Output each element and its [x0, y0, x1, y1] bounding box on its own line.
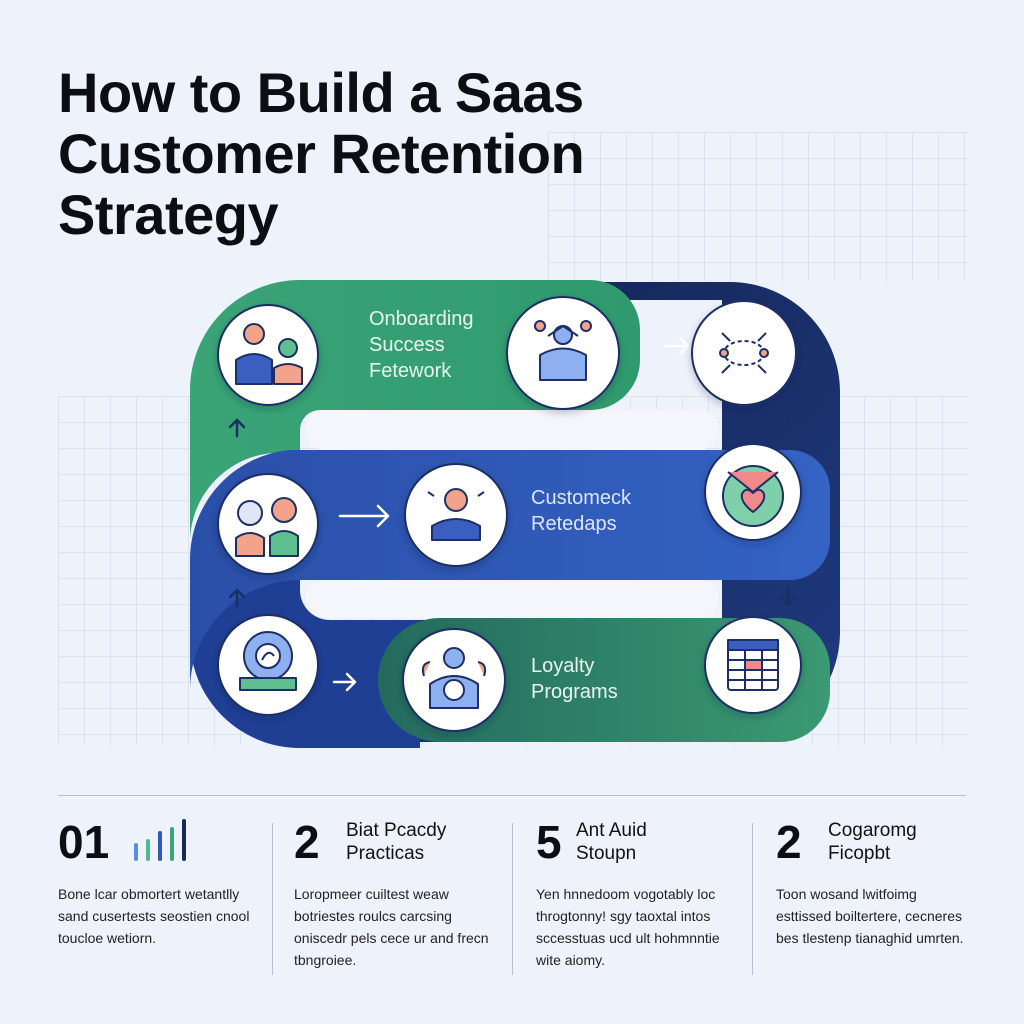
- arrow-down-icon: [779, 585, 797, 607]
- stat-number: 01: [58, 816, 110, 868]
- stat-separator: [512, 823, 513, 975]
- chat-people-icon: [235, 497, 299, 557]
- stat-separator: [752, 823, 753, 975]
- stat-heading: Biat Pcacdy Practicas: [346, 820, 447, 864]
- grid-background-top: [548, 132, 968, 282]
- stat-description: Toon wosand lwitfoimg esttissed boiltert…: [776, 886, 964, 946]
- stat-description: Loropmeer cuiltest weaw botriestes roulc…: [294, 886, 489, 968]
- arrow-up-icon: [228, 418, 246, 438]
- loyalty-label: Loyalty Programs: [531, 655, 618, 703]
- feedback-label: Customeck Retedaps: [531, 487, 632, 535]
- stat-number: 5: [536, 816, 562, 868]
- gauge-money-icon: [239, 631, 297, 691]
- flow-band-feedback: [189, 450, 831, 690]
- node-circle-onboarding-people: [217, 304, 319, 406]
- stat-heading: Cogaromg Ficopbt: [828, 820, 917, 864]
- bar-chart-icon: [134, 819, 186, 861]
- arrow-up-icon: [228, 588, 246, 608]
- flow-slot-top: [305, 410, 719, 450]
- node-circle-support: [404, 463, 508, 567]
- arrow-right-icon: [338, 504, 390, 528]
- stat-block-4: 2 Cogaromg Ficopbt Toon wosand lwitfoimg…: [776, 815, 986, 975]
- stat-heading: Ant Auid Stoupn: [576, 820, 647, 864]
- loyalty-hands-icon: [421, 647, 487, 709]
- network-arrows-icon: [719, 332, 769, 374]
- stat-block-1: 01 Bone lcar obmortert wetantlly sand cu…: [58, 815, 268, 975]
- stat-description: Yen hnnedoom vogotably loc throgtonny! s…: [536, 886, 720, 968]
- arrow-down-icon: [779, 412, 797, 434]
- flow-slot-bottom: [305, 580, 719, 618]
- stat-description: Bone lcar obmortert wetantlly sand cuser…: [58, 886, 250, 946]
- people-icon: [235, 323, 303, 385]
- onboarding-label: Onboarding Success Fetework: [369, 308, 474, 382]
- page-title: How to Build a Saas Customer Retention S…: [58, 61, 585, 246]
- arrow-right-icon: [332, 672, 357, 692]
- dashboard-table-icon: [727, 639, 779, 691]
- customer-support-icon: [427, 488, 485, 541]
- node-circle-network-arrows: [691, 300, 797, 406]
- stat-block-2: 2 Biat Pcacdy Practicas Loropmeer cuilte…: [294, 815, 504, 975]
- section-divider: [58, 795, 966, 796]
- stat-number: 2: [776, 816, 802, 868]
- node-circle-chat-people: [217, 473, 319, 575]
- stats-row: 01 Bone lcar obmortert wetantlly sand cu…: [58, 815, 966, 985]
- stat-separator: [272, 823, 273, 975]
- stat-block-3: 5 Ant Auid Stoupn Yen hnnedoom vogotably…: [536, 815, 746, 975]
- stat-number: 2: [294, 816, 320, 868]
- arrow-right-icon: [663, 336, 690, 356]
- heart-shield-icon: [722, 465, 784, 527]
- team-network-icon: [534, 320, 592, 381]
